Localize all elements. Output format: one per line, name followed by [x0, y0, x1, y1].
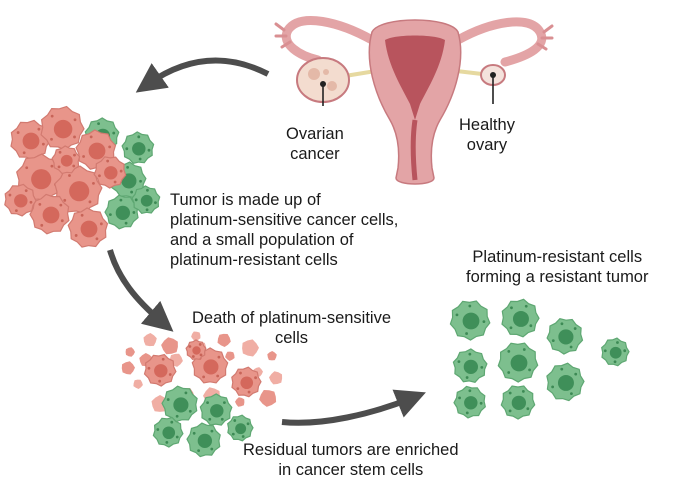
dying-sensitive-cell [231, 366, 262, 398]
sensitive-cell [67, 207, 109, 248]
resistant-cell [500, 385, 536, 420]
arrow-to-tumor [135, 57, 270, 93]
sensitive-cell [29, 193, 70, 235]
resistant-cell [152, 416, 184, 448]
cell-debris [121, 361, 135, 375]
residual-tumor-cluster [121, 331, 283, 458]
dying-sensitive-cell [185, 339, 207, 361]
cell-debris [225, 351, 235, 361]
resistant-cell [186, 422, 221, 458]
resistant-cell [131, 185, 161, 214]
resistant-cell [546, 318, 584, 355]
resistant-cell [497, 342, 539, 383]
arrow-to-treatment [107, 249, 174, 332]
cell-debris [235, 397, 245, 407]
cell-debris [161, 337, 178, 355]
cell-debris [269, 371, 283, 385]
resistant-cell [601, 337, 630, 367]
sensitive-cell [93, 156, 127, 189]
resistant-cell [501, 298, 540, 338]
resistant-cell [452, 348, 488, 383]
resistant-cell [453, 385, 486, 419]
resistant-tumor-cluster [449, 298, 630, 420]
resistant-cell [546, 362, 585, 402]
cell-debris [217, 333, 231, 347]
dying-sensitive-cell [143, 353, 177, 387]
uterus-illustration [274, 16, 554, 185]
cell-debris [125, 347, 135, 357]
sensitive-cell [54, 165, 103, 214]
sensitive-cell [10, 119, 51, 161]
sensitive-cell [51, 145, 81, 175]
healthy-ovary-label: Healthy ovary [459, 116, 515, 154]
resistant-cell [227, 414, 254, 442]
cell-debris [267, 351, 277, 361]
residual-tumors-label: Residual tumors are enriched in cancer s… [243, 441, 459, 479]
resistant-cell [199, 393, 233, 426]
resistant-cell [449, 300, 491, 341]
cell-debris [242, 339, 259, 357]
sensitive-cell [4, 183, 37, 217]
resistant-cell [161, 385, 198, 423]
cell-debris [259, 390, 277, 407]
cell-debris [191, 331, 201, 341]
sensitive-cell [40, 105, 85, 151]
right-fallopian-tube [453, 17, 547, 67]
left-fallopian-tube [281, 16, 377, 65]
arrow-to-resistant-tumor [281, 389, 426, 426]
tumor-composition-label: Tumor is made up of platinum-sensitive c… [170, 191, 399, 269]
cell-debris [143, 333, 157, 347]
cell-debris [133, 379, 143, 389]
resistant-cell [121, 131, 155, 164]
ovarian-cancer-label: Ovarian cancer [286, 125, 344, 163]
death-sensitive-label: Death of platinum-sensitive cells [192, 309, 392, 347]
uterine-cavity [385, 35, 445, 120]
resistant-tumor-label: Platinum-resistant cells forming a resis… [466, 248, 649, 286]
initial-tumor-cluster [4, 105, 161, 248]
